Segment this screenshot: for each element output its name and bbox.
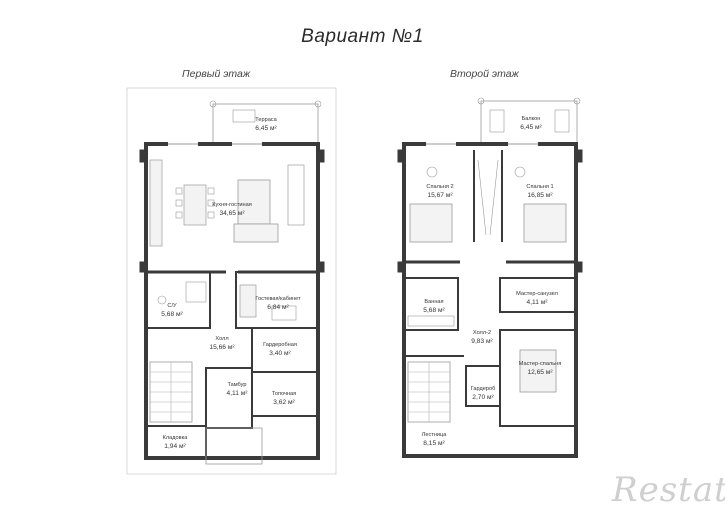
site-outline-1: [126, 87, 337, 475]
page-title: Вариант №1: [301, 26, 424, 47]
restate-watermark: Restate: [612, 470, 725, 510]
floor-2-label: Второй этаж: [450, 68, 519, 80]
floor-1-label: Первый этаж: [182, 68, 251, 80]
floor-1-plan: [139, 100, 325, 465]
floor-2-plan: [397, 97, 583, 458]
